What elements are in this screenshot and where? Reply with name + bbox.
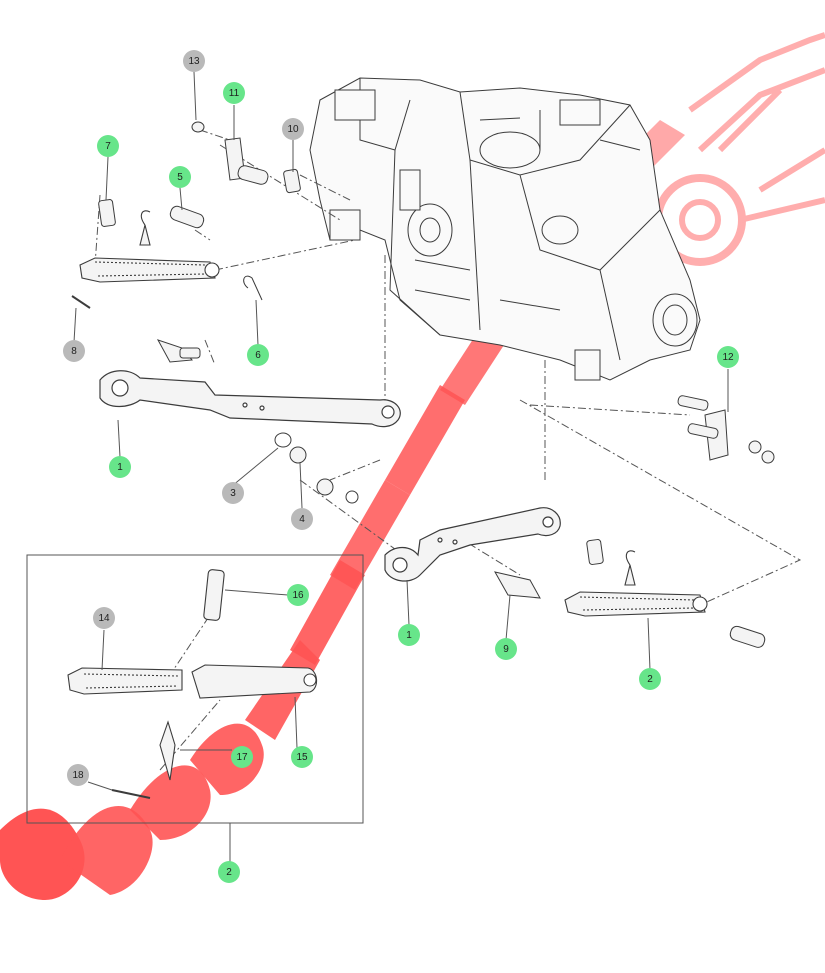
transmission-housing <box>309 77 701 381</box>
callout-11[interactable]: 11 <box>223 82 245 104</box>
callout-16[interactable]: 16 <box>287 584 309 606</box>
watermark-logo <box>654 32 825 266</box>
callout-18[interactable]: 18 <box>67 764 89 786</box>
callout-15[interactable]: 15 <box>291 746 313 768</box>
lower-link-arm-right <box>384 507 561 582</box>
lower-link-arm-left <box>99 370 401 428</box>
callout-4[interactable]: 4 <box>291 508 313 530</box>
small-hardware <box>71 121 775 648</box>
detail-inset <box>26 554 364 824</box>
callout-2-right[interactable]: 2 <box>639 668 661 690</box>
leader-lines <box>73 71 729 862</box>
callout-1-lower[interactable]: 1 <box>398 624 420 646</box>
callout-7[interactable]: 7 <box>97 135 119 157</box>
lift-rod-left <box>79 210 220 283</box>
callout-12[interactable]: 12 <box>717 346 739 368</box>
callout-2-inset[interactable]: 2 <box>218 861 240 883</box>
callout-9[interactable]: 9 <box>495 638 517 660</box>
callout-8[interactable]: 8 <box>63 340 85 362</box>
callout-17[interactable]: 17 <box>231 746 253 768</box>
callout-3[interactable]: 3 <box>222 482 244 504</box>
callout-6[interactable]: 6 <box>247 344 269 366</box>
callout-14[interactable]: 14 <box>93 607 115 629</box>
callout-13[interactable]: 13 <box>183 50 205 72</box>
callout-1-upper[interactable]: 1 <box>109 456 131 478</box>
lift-rod-right <box>564 550 708 617</box>
callout-10[interactable]: 10 <box>282 118 304 140</box>
callout-5[interactable]: 5 <box>169 166 191 188</box>
